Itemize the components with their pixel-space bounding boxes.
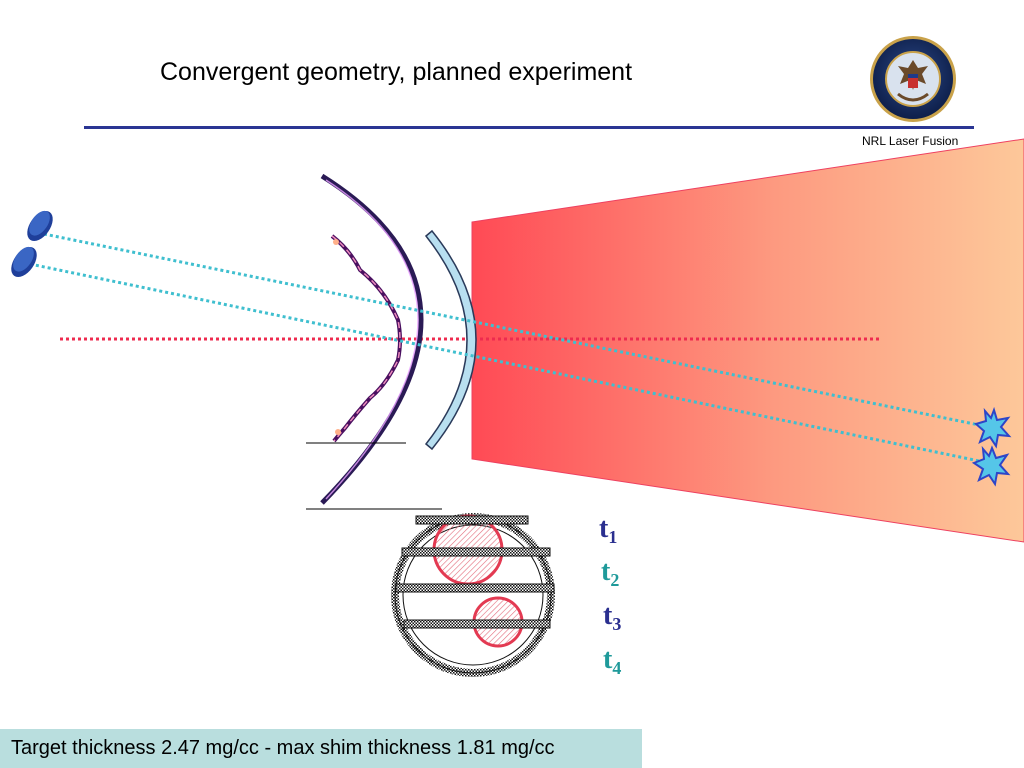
- probe-line: [43, 232, 985, 428]
- time-label-subscript: 4: [612, 658, 622, 678]
- backlighter-burst-icon: [973, 406, 1012, 449]
- time-label-base: t: [603, 644, 613, 675]
- probe-line: [29, 262, 985, 464]
- time-label-base: t: [599, 513, 609, 544]
- target-shell: [320, 173, 424, 505]
- time-label-base: t: [603, 600, 613, 631]
- caption-text: Target thickness 2.47 mg/cc - max shim t…: [11, 737, 555, 759]
- shim-stripe: [401, 547, 551, 557]
- time-label-t3: t3: [603, 600, 622, 634]
- laser-beam: [471, 138, 1024, 543]
- organization-label: NRL Laser Fusion: [862, 134, 959, 148]
- time-label-t1: t1: [599, 513, 618, 547]
- page-title: Convergent geometry, planned experiment: [160, 58, 633, 86]
- time-label-subscript: 2: [610, 570, 620, 590]
- time-label-base: t: [601, 556, 611, 587]
- detector-icon: [27, 210, 53, 242]
- shim-stripe: [403, 619, 551, 629]
- title-underline: [84, 126, 974, 129]
- navy-research-laboratory-seal-icon: [870, 36, 956, 122]
- shim-plan-view: [391, 513, 555, 677]
- caption-box: Target thickness 2.47 mg/cc - max shim t…: [0, 729, 642, 768]
- time-label-t2: t2: [601, 556, 620, 590]
- shim-stripe: [395, 583, 555, 593]
- backlighter-burst-icon: [971, 445, 1011, 487]
- time-label-subscript: 1: [608, 527, 618, 547]
- shim-stripe: [415, 515, 529, 525]
- detector-icon: [11, 246, 37, 278]
- time-label-subscript: 3: [612, 614, 622, 634]
- shim: [424, 229, 477, 451]
- time-label-t4: t4: [603, 644, 622, 678]
